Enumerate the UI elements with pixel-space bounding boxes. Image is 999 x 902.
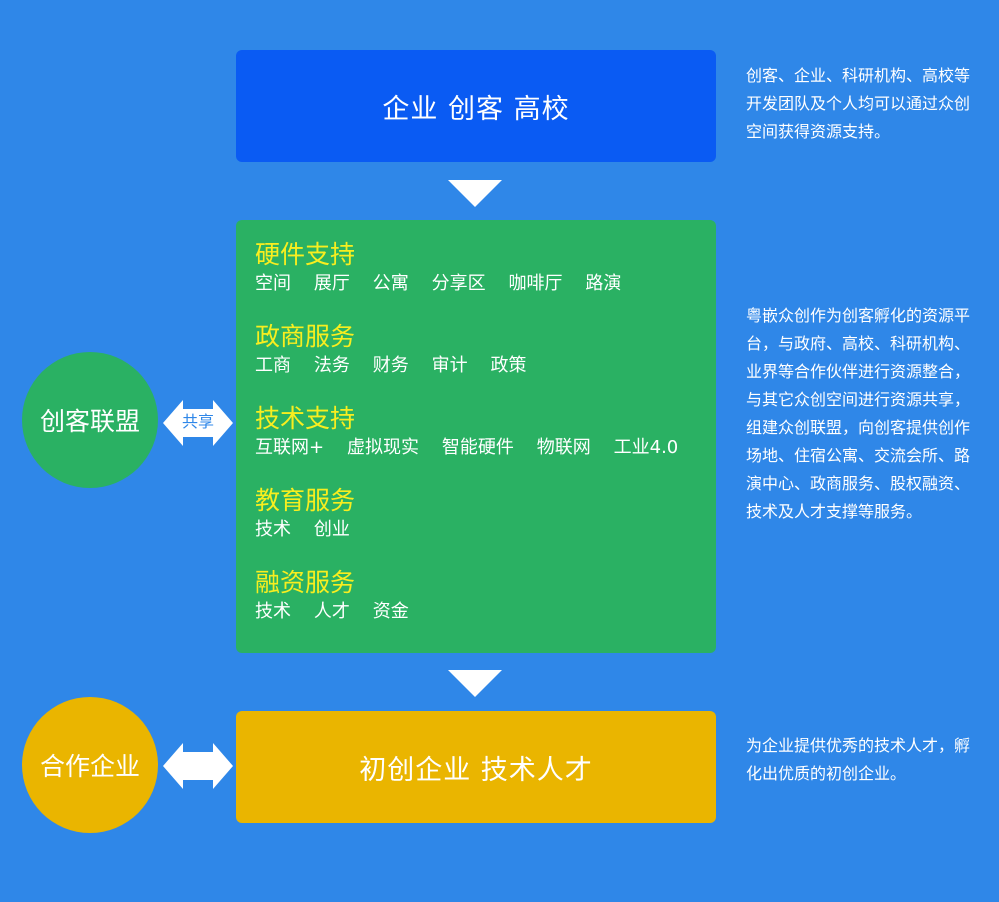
- share-double-arrow-icon: [163, 400, 233, 446]
- maker-alliance-label: 创客联盟: [39, 407, 140, 436]
- partner-enterprise-circle: 合作企业: [22, 697, 158, 833]
- partner-enterprise-label: 合作企业: [39, 752, 140, 781]
- section-title: 硬件支持: [255, 240, 356, 269]
- stakeholders-label: 企业 创客 高校: [382, 93, 570, 125]
- down-arrow-icon: [448, 670, 502, 697]
- section-items: 互联网+ 虚拟现实 智能硬件 物联网 工业4.0: [255, 437, 679, 458]
- outcomes-label: 初创企业 技术人才: [359, 754, 593, 786]
- service-section-technology: 技术支持 互联网+ 虚拟现实 智能硬件 物联网 工业4.0: [255, 404, 678, 460]
- service-section-hardware: 硬件支持 空间 展厅 公寓 分享区 咖啡厅 路演: [255, 240, 621, 296]
- section-title: 融资服务: [255, 568, 356, 597]
- service-section-education: 教育服务 技术 创业: [255, 486, 355, 542]
- outcomes-box: 初创企业 技术人才: [236, 711, 716, 823]
- description-middle: 粤嵌众创作为创客孵化的资源平台，与政府、高校、科研机构、业界等合作伙伴进行资源整…: [746, 306, 971, 521]
- description-bottom: 为企业提供优秀的技术人才，孵化出优质的初创企业。: [746, 736, 971, 783]
- stakeholders-box: 企业 创客 高校: [236, 50, 716, 162]
- share-label: 共享: [181, 412, 214, 431]
- service-section-financing: 融资服务 技术 人才 资金: [255, 568, 409, 624]
- service-section-government: 政商服务 工商 法务 财务 审计 政策: [255, 322, 527, 378]
- section-title: 政商服务: [255, 322, 356, 351]
- section-title: 教育服务: [255, 486, 356, 515]
- double-arrow-icon: [163, 743, 233, 789]
- section-items: 技术 创业: [255, 519, 350, 540]
- services-box: 硬件支持 空间 展厅 公寓 分享区 咖啡厅 路演 政商服务 工商 法务 财务 审…: [236, 220, 716, 653]
- description-top: 创客、企业、科研机构、高校等开发团队及个人均可以通过众创空间获得资源支持。: [746, 66, 971, 141]
- section-title: 技术支持: [255, 404, 356, 433]
- section-items: 工商 法务 财务 审计 政策: [255, 355, 527, 376]
- maker-alliance-circle: 创客联盟: [22, 352, 158, 488]
- down-arrow-icon: [448, 180, 502, 207]
- section-items: 空间 展厅 公寓 分享区 咖啡厅 路演: [255, 273, 622, 294]
- section-items: 技术 人才 资金: [255, 601, 409, 622]
